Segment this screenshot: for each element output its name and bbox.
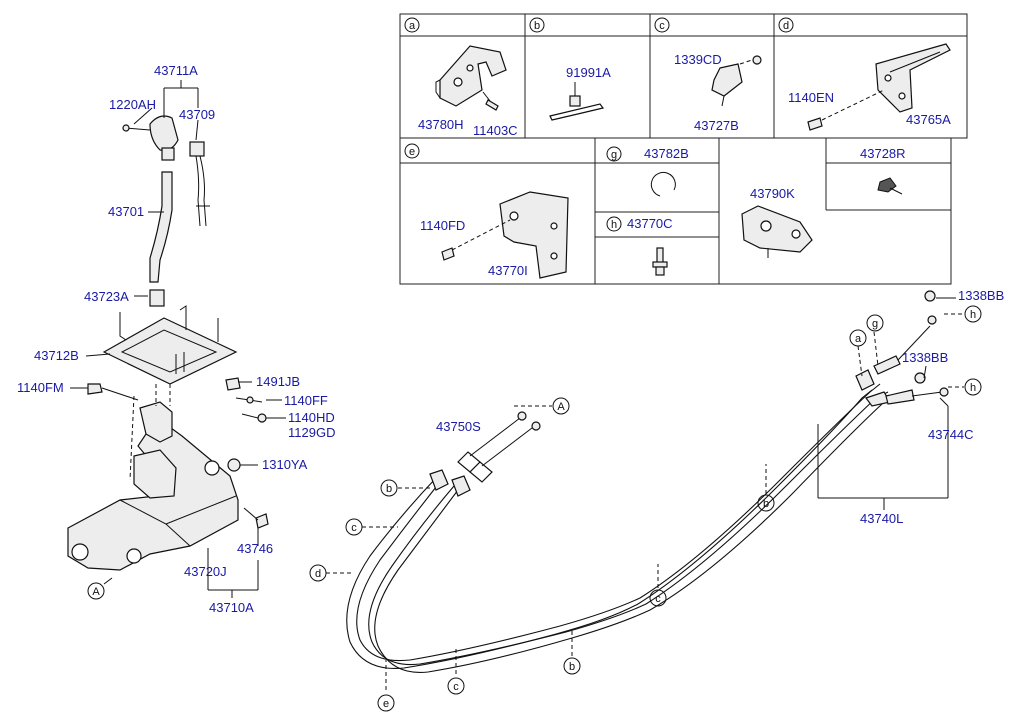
callout-c-cable-left: c [345, 518, 363, 536]
part-number-1129GD: 1129GD [288, 425, 335, 440]
part-number-1140EN: 1140EN [788, 90, 834, 105]
part-number-11403C: 11403C [473, 123, 518, 138]
callout-d-cable-left: d [309, 564, 327, 582]
callout-h-cable-upper: h [964, 305, 982, 323]
cable-leaders [326, 313, 964, 690]
part-number-1140FM: 1140FM [17, 380, 64, 395]
svg-text:A: A [92, 586, 100, 598]
svg-text:c: c [453, 681, 459, 693]
cable-label-brackets [817, 297, 956, 510]
part-number-1338BB-upper: 1338BB [958, 288, 1004, 303]
svg-text:b: b [386, 483, 392, 495]
callout-A-left: A [87, 582, 105, 600]
part-number-43780H: 43780H [418, 117, 464, 132]
part-number-1220AH: 1220AH [109, 97, 156, 112]
cable-assembly [346, 290, 949, 674]
callout-A-cable: A [552, 397, 570, 415]
pin-43770C-drawing [652, 247, 668, 276]
cable-tie-91991A-drawing [549, 82, 605, 121]
part-number-43712B: 43712B [34, 348, 79, 363]
part-number-43701: 43701 [108, 204, 144, 219]
callout-c-cable-middle: c [649, 589, 667, 607]
part-number-43740L: 43740L [860, 511, 903, 526]
callout-b-cable-right: b [757, 494, 775, 512]
callout-g-cable-right: g [866, 314, 884, 332]
svg-text:b: b [763, 498, 769, 510]
callout-h-cable-lower: h [964, 378, 982, 396]
callout-b-header: b [529, 17, 545, 33]
svg-text:c: c [655, 593, 661, 605]
part-number-43723A: 43723A [84, 289, 129, 304]
svg-text:d: d [315, 568, 321, 580]
part-number-43744C: 43744C [928, 427, 974, 442]
callout-h-header: h [606, 216, 622, 232]
svg-text:b: b [569, 661, 575, 673]
svg-text:a: a [855, 333, 862, 345]
part-number-1339CD: 1339CD [674, 52, 722, 67]
part-number-43720J: 43720J [184, 564, 227, 579]
svg-text:d: d [783, 20, 789, 32]
part-number-43727B: 43727B [694, 118, 739, 133]
svg-text:c: c [659, 20, 665, 32]
bracket-43770I-drawing [441, 191, 569, 279]
nut-43728R-drawing [877, 177, 903, 195]
callout-g-header: g [606, 146, 622, 162]
part-number-1140FD: 1140FD [420, 218, 465, 233]
svg-text:A: A [557, 401, 565, 413]
callout-e-header: e [404, 143, 420, 159]
part-number-43728R: 43728R [860, 146, 906, 161]
bracket-43780H-drawing [435, 45, 507, 111]
e-clip-43782B-drawing [650, 171, 676, 197]
part-number-43790K: 43790K [750, 186, 795, 201]
svg-text:b: b [534, 20, 540, 32]
part-number-43765A: 43765A [906, 112, 951, 127]
svg-text:h: h [970, 382, 976, 394]
part-number-1140HD: 1140HD [288, 410, 335, 425]
bracket-43790K-drawing [741, 205, 813, 258]
part-number-43709: 43709 [179, 107, 215, 122]
part-number-43750S: 43750S [436, 419, 481, 434]
part-number-43782B: 43782B [644, 146, 689, 161]
svg-text:e: e [409, 146, 415, 158]
bracket-43765A-drawing [807, 43, 951, 131]
part-number-43770C: 43770C [627, 216, 673, 231]
callout-c-header: c [654, 17, 670, 33]
part-number-43746: 43746 [237, 541, 273, 556]
svg-text:a: a [409, 20, 416, 32]
svg-text:h: h [611, 219, 617, 231]
part-number-1140FF: 1140FF [284, 393, 328, 408]
part-number-43711A: 43711A [154, 63, 198, 78]
clip-43727B-drawing [711, 55, 762, 107]
svg-text:g: g [872, 318, 878, 330]
part-number-43770I: 43770I [488, 263, 528, 278]
callout-a-header: a [404, 17, 420, 33]
part-number-1310YA: 1310YA [262, 457, 308, 472]
callout-e-cable-bottom: e [377, 694, 395, 712]
part-number-1338BB-lower: 1338BB [902, 350, 948, 365]
part-number-91991A: 91991A [566, 65, 611, 80]
shift-leader-lines [70, 80, 286, 598]
callout-b-cable-left: b [380, 479, 398, 497]
callout-d-header: d [778, 17, 794, 33]
svg-text:c: c [351, 522, 357, 534]
svg-text:e: e [383, 698, 389, 710]
callout-c-cable-bottom: c [447, 677, 465, 695]
part-number-43710A: 43710A [209, 600, 254, 615]
callout-b-cable-bottom: b [563, 657, 581, 675]
svg-text:h: h [970, 309, 976, 321]
part-number-1491JB: 1491JB [256, 374, 300, 389]
callout-a-cable-right: a [849, 329, 867, 347]
svg-text:g: g [611, 149, 617, 161]
detail-grid [399, 13, 968, 285]
shift-lever-assembly [67, 115, 269, 571]
